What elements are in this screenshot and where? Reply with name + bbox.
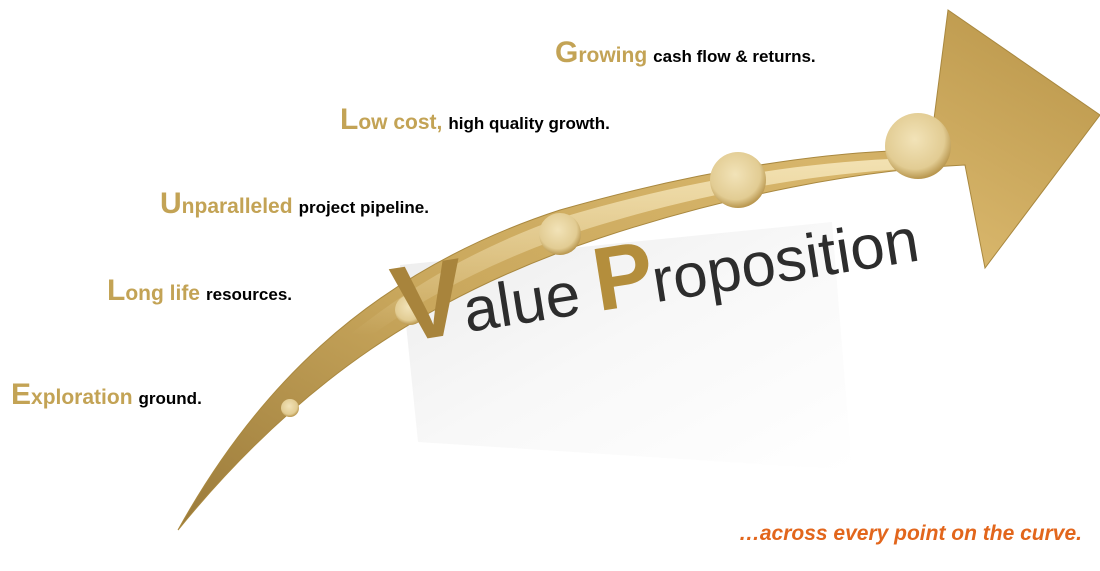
- milestone-dots: [281, 113, 951, 417]
- statement-initial: L: [340, 103, 359, 136]
- milestone-dot: [539, 213, 581, 255]
- statement-text: resources.: [206, 285, 292, 304]
- tagline: …across every point on the curve.: [738, 522, 1082, 545]
- milestone-dot: [885, 113, 951, 179]
- statement-text: project pipeline.: [298, 198, 429, 217]
- statement-highlight: nparalleled: [181, 195, 293, 218]
- headline-word-value: alue: [458, 259, 585, 346]
- statement-initial: U: [160, 187, 182, 220]
- statement-unparalleled: Unparalleled project pipeline.: [160, 187, 429, 221]
- statement-text: high quality growth.: [448, 114, 610, 133]
- headline-panel: [400, 222, 852, 470]
- statement-initial: E: [11, 378, 32, 411]
- statement-initial: G: [555, 36, 579, 69]
- milestone-dot: [281, 399, 299, 417]
- arrow-shape: [177, 9, 1100, 531]
- statement-growing: Growing cash flow & returns.: [555, 36, 816, 70]
- statement-initial: L: [107, 274, 126, 307]
- headline-initial-p: P: [585, 223, 659, 332]
- statement-exploration: Exploration ground.: [11, 378, 202, 412]
- milestone-dot: [395, 295, 425, 325]
- milestone-dot: [710, 152, 766, 208]
- statement-low-cost: Low cost, high quality growth.: [340, 103, 610, 137]
- statement-highlight: xploration: [31, 386, 133, 409]
- statement-text: ground.: [138, 389, 202, 408]
- statement-highlight: ow cost,: [358, 111, 443, 134]
- statement-text: cash flow & returns.: [653, 47, 816, 66]
- statement-highlight: ong life: [125, 282, 200, 305]
- statement-highlight: rowing: [578, 44, 648, 67]
- statement-long-life: Long life resources.: [107, 274, 292, 308]
